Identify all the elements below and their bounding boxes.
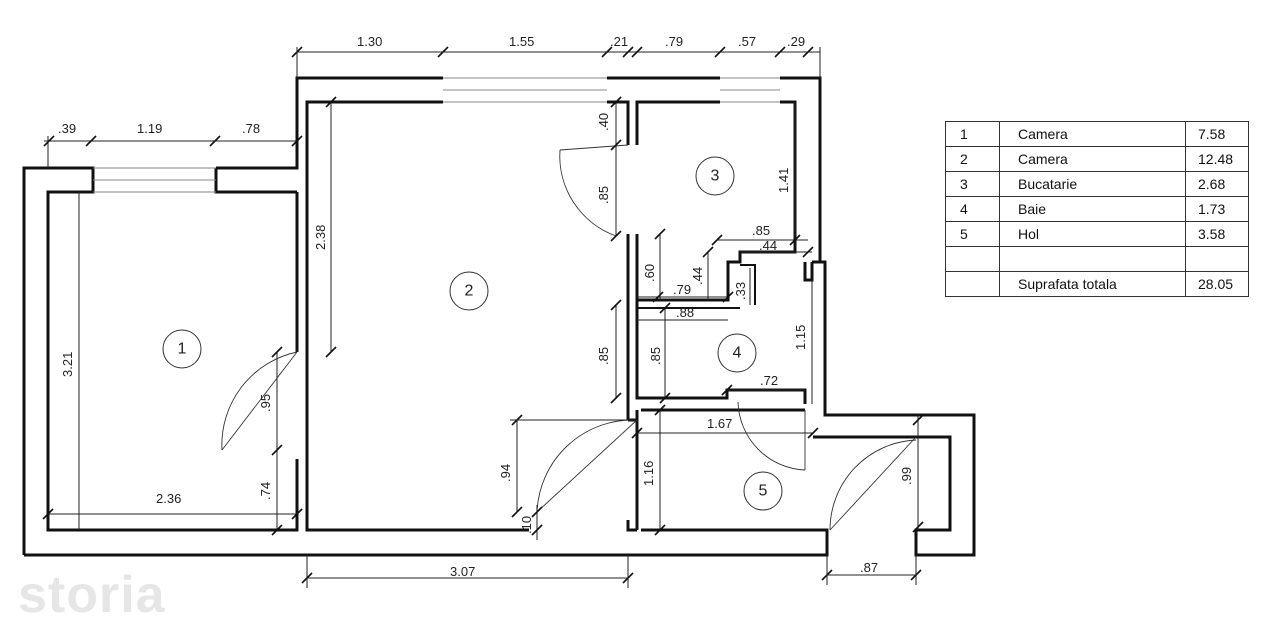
legend-room-number: 2 xyxy=(945,146,1000,172)
legend-row: 1 Camera 7.58 xyxy=(945,121,1249,147)
dim-label: .40 xyxy=(596,113,611,131)
room-4-marker xyxy=(717,333,757,373)
dim-label: .85 xyxy=(596,186,611,204)
dim-label: .57 xyxy=(738,34,756,49)
room-markers: 1 2 3 4 5 xyxy=(162,156,783,511)
legend-row: 2 Camera 12.48 xyxy=(945,146,1249,172)
legend-row: 5 Hol 3.58 xyxy=(945,221,1249,247)
dim-label: 1.15 xyxy=(793,325,808,350)
dim-label: 1.67 xyxy=(707,416,732,431)
legend-room-number: 4 xyxy=(945,196,1000,222)
room-1-label: 1 xyxy=(178,341,187,358)
dim-label: .10 xyxy=(519,516,534,534)
area-legend-table: 1 Camera 7.58 2 Camera 12.48 3 Bucatarie… xyxy=(945,121,1249,297)
legend-room-name: Camera xyxy=(999,121,1186,147)
doors xyxy=(221,144,917,531)
dim-label: .88 xyxy=(676,305,694,320)
outer-walls xyxy=(22,76,976,557)
legend-room-area: 12.48 xyxy=(1185,146,1249,172)
dim-label: .85 xyxy=(596,347,611,365)
dim-label: .94 xyxy=(498,464,513,482)
legend-room-name xyxy=(999,246,1186,272)
dim-label: .85 xyxy=(752,223,770,238)
dimension-labels: .39 1.19 .78 1.30 1.55 .21 .79 .57 .29 .… xyxy=(58,34,914,579)
dim-label: .79 xyxy=(665,34,683,49)
interior-walls xyxy=(295,102,825,532)
room-2-marker xyxy=(449,271,489,311)
dim-label: 2.36 xyxy=(156,491,181,506)
dim-label: .44 xyxy=(759,238,777,253)
dim-label: .99 xyxy=(899,467,914,485)
legend-total-label: Suprafata totala xyxy=(999,271,1186,297)
dimension-lines xyxy=(42,46,924,588)
dim-label: .72 xyxy=(760,373,778,388)
dim-label: 1.19 xyxy=(137,121,162,136)
legend-row-empty xyxy=(945,246,1249,272)
legend-row: 4 Baie 1.73 xyxy=(945,196,1249,222)
dim-label: .29 xyxy=(787,34,805,49)
dim-label: .78 xyxy=(242,121,260,136)
room-1-marker xyxy=(162,329,202,369)
legend-room-number: 1 xyxy=(945,121,1000,147)
legend-room-area: 2.68 xyxy=(1185,171,1249,197)
legend-total-area: 28.05 xyxy=(1185,271,1249,297)
legend-total-row: Suprafata totala 28.05 xyxy=(945,271,1249,297)
dim-label: 1.55 xyxy=(509,34,534,49)
legend-room-name: Hol xyxy=(999,221,1186,247)
dim-label: 3.21 xyxy=(60,352,75,377)
legend-room-number: 3 xyxy=(945,171,1000,197)
dim-label: 2.38 xyxy=(313,225,328,250)
room-3-marker xyxy=(695,156,735,196)
legend-room-number xyxy=(945,246,1000,272)
dim-label: .95 xyxy=(258,394,273,412)
storia-watermark-logo: storia xyxy=(18,566,166,624)
dim-label: .21 xyxy=(610,34,628,49)
room-5-marker xyxy=(743,471,783,511)
legend-room-area: 1.73 xyxy=(1185,196,1249,222)
room-4-label: 4 xyxy=(733,345,742,362)
dim-label: .44 xyxy=(690,267,705,285)
dim-label: .39 xyxy=(58,121,76,136)
dim-label: .33 xyxy=(733,282,748,300)
legend-room-area: 3.58 xyxy=(1185,221,1249,247)
legend-room-name: Camera xyxy=(999,146,1186,172)
dim-label: 1.30 xyxy=(357,34,382,49)
legend-room-area xyxy=(1185,246,1249,272)
room-5-label: 5 xyxy=(759,483,768,500)
dim-label: 1.41 xyxy=(776,168,791,193)
dim-label: .60 xyxy=(642,264,657,282)
room-3-label: 3 xyxy=(711,168,720,185)
legend-row: 3 Bucatarie 2.68 xyxy=(945,171,1249,197)
dim-label: .79 xyxy=(673,282,691,297)
dim-label: 3.07 xyxy=(450,564,475,579)
room-2-label: 2 xyxy=(465,283,474,300)
dim-label: 1.16 xyxy=(641,461,656,486)
dim-label: .85 xyxy=(648,347,663,365)
legend-room-name: Baie xyxy=(999,196,1186,222)
dim-label: .87 xyxy=(860,560,878,575)
legend-total-number xyxy=(945,271,1000,297)
dim-label: .74 xyxy=(258,482,273,500)
legend-room-name: Bucatarie xyxy=(999,171,1186,197)
legend-room-number: 5 xyxy=(945,221,1000,247)
legend-room-area: 7.58 xyxy=(1185,121,1249,147)
